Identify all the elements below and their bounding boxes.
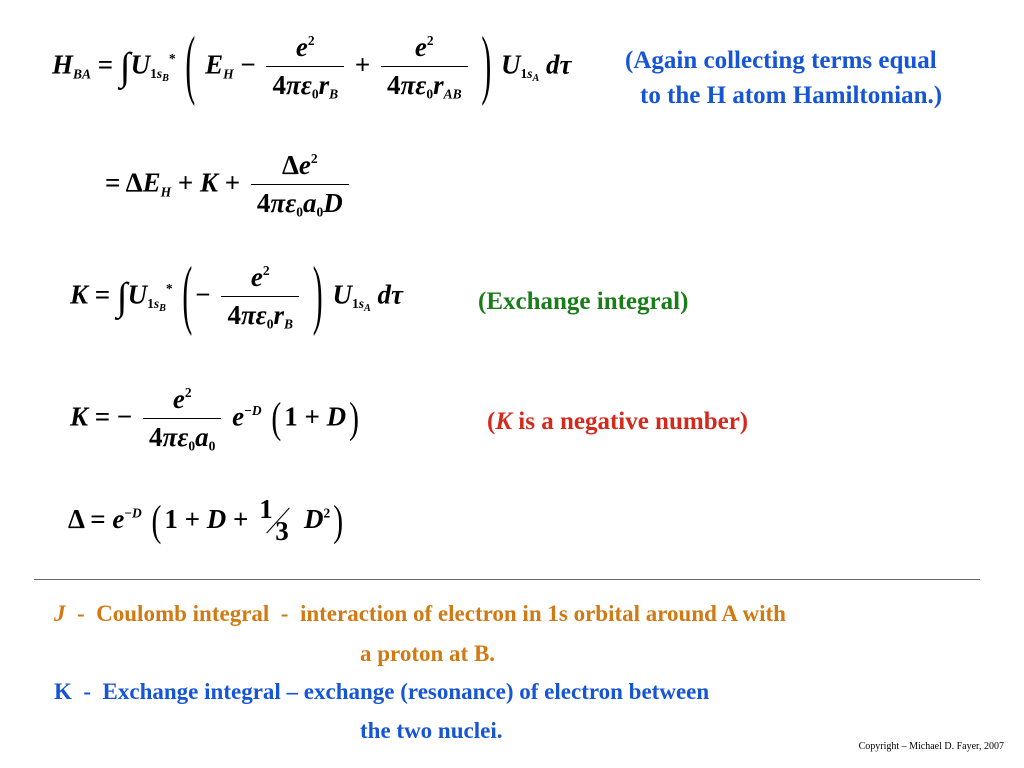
note-k-negative: (K is a negative number)	[487, 408, 748, 436]
j-letter: J	[54, 601, 66, 626]
note-exchange-integral: (Exchange integral)	[478, 288, 689, 315]
coulomb-integral-line1: J - Coulomb integral - interaction of el…	[54, 601, 786, 627]
note-again-collecting-line2: to the H atom Hamiltonian.)	[640, 82, 943, 109]
copyright-text: Copyright – Michael D. Fayer, 2007	[858, 741, 1004, 752]
coulomb-integral-line2: a proton at B.	[360, 641, 496, 666]
divider-line	[34, 579, 980, 580]
exchange-integral-line1: K - Exchange integral – exchange (resona…	[54, 679, 710, 704]
coulomb-integral-text: - Coulomb integral - interaction of elec…	[65, 601, 786, 626]
note-again-collecting-line1: (Again collecting terms equal	[625, 47, 937, 74]
note-k-rest: is a negative number)	[512, 408, 749, 435]
note-k-open-paren: (	[487, 408, 496, 435]
exchange-integral-line2: the two nuclei.	[360, 718, 503, 743]
note-k-letter: K	[495, 408, 513, 435]
